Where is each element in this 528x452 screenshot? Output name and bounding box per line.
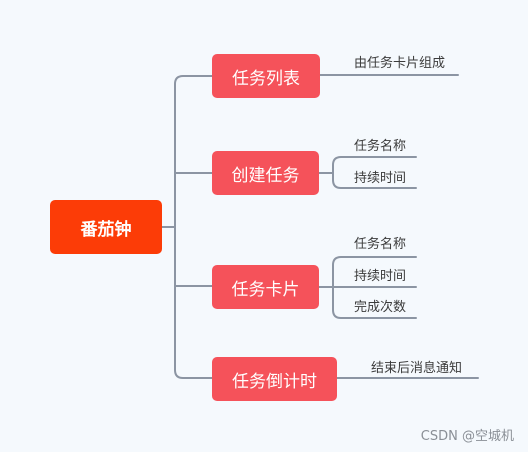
trunk-line	[174, 75, 213, 379]
branch-node-task-list[interactable]: 任务列表	[212, 54, 320, 98]
leaf-task-list-composition[interactable]: 由任务卡片组成	[354, 56, 446, 71]
watermark: CSDN @空城机	[420, 429, 514, 444]
branch-2-connector	[318, 156, 417, 189]
leaf-create-task-name[interactable]: 任务名称	[354, 139, 407, 154]
branch-node-create-task[interactable]: 创建任务	[212, 151, 319, 195]
leaf-card-duration[interactable]: 持续时间	[354, 269, 407, 284]
leaf-create-task-duration[interactable]: 持续时间	[354, 171, 407, 186]
leaf-countdown-notify[interactable]: 结束后消息通知	[371, 361, 463, 376]
branch-node-task-card[interactable]: 任务卡片	[212, 265, 319, 309]
root-node[interactable]: 番茄钟	[50, 200, 162, 254]
leaf-card-task-name[interactable]: 任务名称	[354, 237, 407, 252]
leaf-card-completions[interactable]: 完成次数	[354, 300, 407, 315]
branch-3-connector	[318, 256, 417, 319]
branch-node-countdown[interactable]: 任务倒计时	[212, 357, 337, 401]
